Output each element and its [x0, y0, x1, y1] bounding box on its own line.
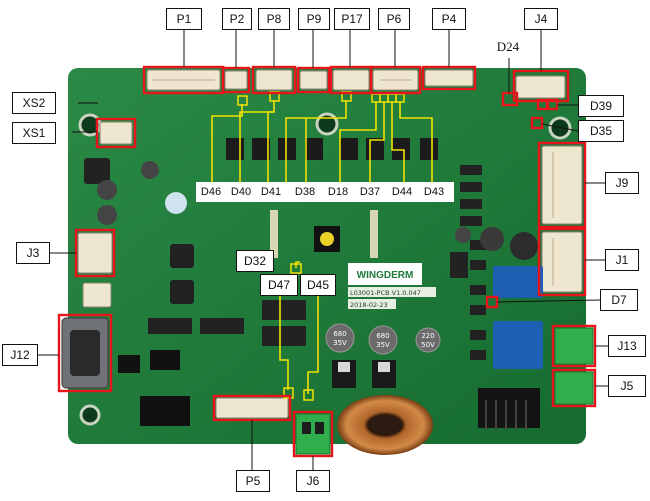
- relays: [493, 266, 543, 369]
- label-j13: J13: [608, 335, 646, 357]
- label-j9: J9: [605, 172, 639, 194]
- label-j3: J3: [16, 242, 50, 264]
- diode-label-d38: D38: [291, 183, 319, 201]
- label-xs2: XS2: [12, 92, 56, 114]
- cap-text-2: 35V: [333, 339, 347, 347]
- diode-label-d41: D41: [257, 183, 285, 201]
- label-p1: P1: [166, 8, 202, 30]
- cap-text-6: 50V: [421, 341, 435, 349]
- pcb-text-1: L03001-PCB V1.0.047: [350, 289, 421, 297]
- label-d45: D45: [300, 274, 336, 296]
- diode-label-d46: D46: [197, 183, 225, 201]
- label-d24: D24: [480, 36, 536, 58]
- diode-label-d37: D37: [356, 183, 384, 201]
- diode-label-d43: D43: [420, 183, 448, 201]
- label-j4: J4: [524, 8, 558, 30]
- diode-label-d18: D18: [324, 183, 352, 201]
- label-p17: P17: [334, 8, 370, 30]
- label-p9: P9: [298, 8, 330, 30]
- cap-text-4: 35V: [376, 341, 390, 349]
- label-d35: D35: [578, 120, 624, 142]
- pcb-text-2: 2018-02-23: [350, 301, 388, 309]
- heatsink: [478, 388, 540, 428]
- db9-connector: [61, 317, 109, 389]
- label-p4: P4: [432, 8, 466, 30]
- brand-strip: [348, 263, 422, 285]
- label-p8: P8: [258, 8, 290, 30]
- label-j5: J5: [608, 375, 646, 397]
- cap-text-1: 680: [333, 330, 346, 338]
- label-d39: D39: [578, 95, 624, 117]
- diode-label-d44: D44: [388, 183, 416, 201]
- label-d32: D32: [236, 250, 274, 272]
- leader-lines: [211, 100, 433, 394]
- label-j12: J12: [2, 344, 38, 366]
- cap-text-3: 680: [376, 332, 389, 340]
- electrolytic-caps: [97, 161, 538, 355]
- pcb-board: [68, 68, 586, 444]
- label-j1: J1: [605, 249, 639, 271]
- label-xs1: XS1: [12, 122, 56, 144]
- label-p2: P2: [222, 8, 252, 30]
- diode-markers: [237, 91, 405, 401]
- label-d7: D7: [600, 289, 638, 311]
- label-d47: D47: [260, 274, 298, 296]
- label-p6: P6: [378, 8, 410, 30]
- label-p5: P5: [236, 470, 270, 492]
- brand-name: WINGDERM: [357, 270, 414, 281]
- terminal-blocks: [295, 327, 594, 455]
- cap-text-5: 220: [421, 332, 434, 340]
- mounting-holes: [78, 112, 572, 426]
- label-j6: J6: [296, 470, 330, 492]
- label-leaders: [38, 30, 608, 470]
- diode-label-d40: D40: [227, 183, 255, 201]
